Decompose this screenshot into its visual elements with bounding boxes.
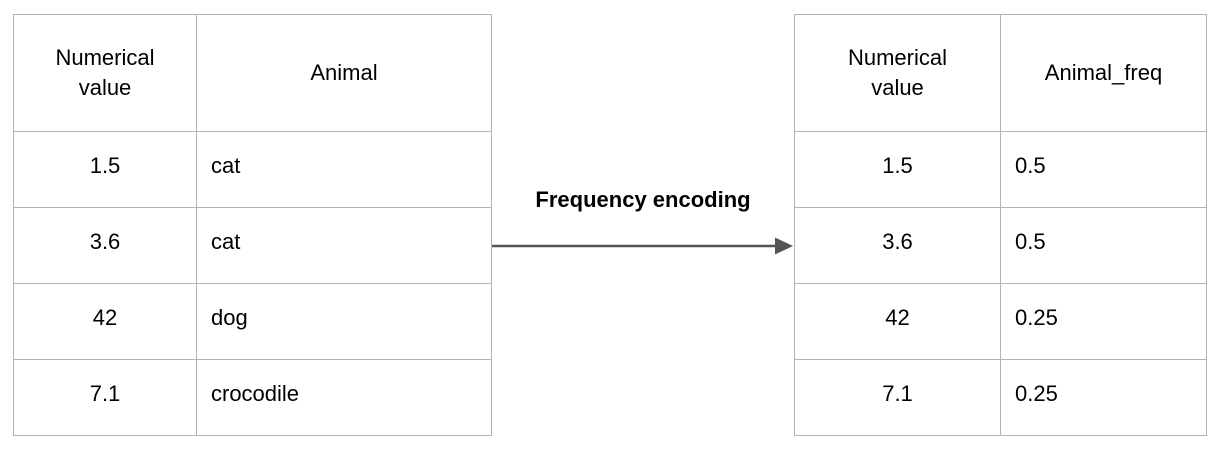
table-body: 1.5 cat 3.6 cat 42 dog 7.1 crocodile bbox=[13, 131, 492, 436]
header-line-2: value bbox=[871, 75, 924, 100]
table-row: 42 0.25 bbox=[794, 283, 1207, 360]
cell-numerical-value: 3.6 bbox=[13, 207, 197, 284]
table-row: 3.6 0.5 bbox=[794, 207, 1207, 284]
header-cell-animal: Animal bbox=[196, 14, 492, 132]
original-data-table: Numerical value Animal 1.5 cat 3.6 cat 4… bbox=[13, 14, 492, 436]
header-line-1: Numerical bbox=[55, 45, 155, 70]
transform-label: Frequency encoding bbox=[535, 187, 751, 212]
cell-numerical-value: 3.6 bbox=[794, 207, 1001, 284]
cell-animal-freq: 0.25 bbox=[1000, 283, 1207, 360]
header-cell-animal-freq: Animal_freq bbox=[1000, 14, 1207, 132]
header-cell-numerical-value: Numerical value bbox=[794, 14, 1001, 132]
cell-animal: cat bbox=[196, 131, 492, 208]
table-header: Numerical value Animal_freq bbox=[794, 14, 1207, 132]
table-row: 1.5 0.5 bbox=[794, 131, 1207, 208]
table-header: Numerical value Animal bbox=[13, 14, 492, 132]
header-row: Numerical value Animal bbox=[13, 14, 492, 132]
table-row: 7.1 crocodile bbox=[13, 359, 492, 436]
table-row: 42 dog bbox=[13, 283, 492, 360]
cell-animal: crocodile bbox=[196, 359, 492, 436]
header-line-2: value bbox=[78, 75, 132, 100]
cell-numerical-value: 42 bbox=[13, 283, 197, 360]
cell-animal-freq: 0.5 bbox=[1000, 131, 1207, 208]
transform-annotation: Frequency encoding bbox=[492, 186, 794, 266]
frequency-encoded-table: Numerical value Animal_freq 1.5 0.5 3.6 … bbox=[794, 14, 1207, 436]
header-cell-numerical-value: Numerical value bbox=[13, 14, 197, 132]
cell-numerical-value: 42 bbox=[794, 283, 1001, 360]
header-line-1: Numerical bbox=[847, 45, 948, 70]
cell-animal-freq: 0.25 bbox=[1000, 359, 1207, 436]
cell-animal: dog bbox=[196, 283, 492, 360]
table-row: 3.6 cat bbox=[13, 207, 492, 284]
table-row: 7.1 0.25 bbox=[794, 359, 1207, 436]
cell-numerical-value: 7.1 bbox=[13, 359, 197, 436]
table-body: 1.5 0.5 3.6 0.5 42 0.25 7.1 0.25 bbox=[794, 131, 1207, 436]
cell-numerical-value: 1.5 bbox=[794, 131, 1001, 208]
cell-animal-freq: 0.5 bbox=[1000, 207, 1207, 284]
cell-numerical-value: 1.5 bbox=[13, 131, 197, 208]
cell-animal: cat bbox=[196, 207, 492, 284]
cell-numerical-value: 7.1 bbox=[794, 359, 1001, 436]
header-row: Numerical value Animal_freq bbox=[794, 14, 1207, 132]
table-row: 1.5 cat bbox=[13, 131, 492, 208]
right-arrow-icon bbox=[492, 237, 793, 255]
